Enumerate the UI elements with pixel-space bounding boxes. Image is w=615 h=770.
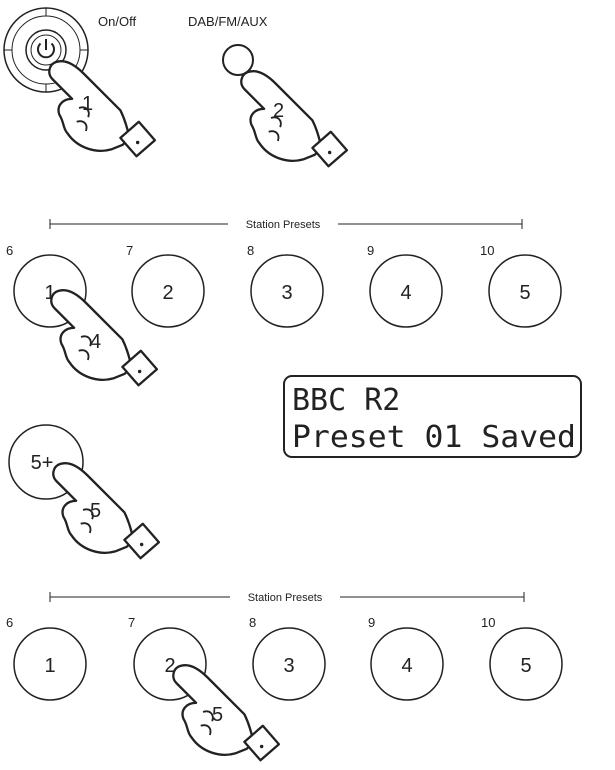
step-number: 5 <box>212 704 223 726</box>
step-number: 5 <box>90 500 101 522</box>
pointing-hand-icon <box>240 70 349 168</box>
shift-button-label: 5+ <box>31 452 54 474</box>
preset-button-3[interactable]: 3 8 <box>247 243 324 328</box>
display-line-2: Preset 01 Saved <box>292 420 576 455</box>
mode-button[interactable] <box>222 44 254 76</box>
preset-alt-number: 6 <box>6 243 13 258</box>
preset-alt-number: 10 <box>480 243 494 258</box>
power-button[interactable] <box>3 7 89 93</box>
preset-alt-number: 8 <box>247 243 254 258</box>
preset-alt-number: 9 <box>367 243 374 258</box>
preset-button-5[interactable]: 5 10 <box>480 243 562 328</box>
preset-button-5[interactable]: 5 10 <box>481 615 563 701</box>
station-presets-label: Station Presets <box>248 592 323 604</box>
station-presets-label: Station Presets <box>246 219 321 231</box>
preset-alt-number: 8 <box>249 615 256 630</box>
preset-button-4[interactable]: 4 9 <box>368 615 444 701</box>
station-presets-bracket <box>49 219 523 229</box>
display-line-1: BBC R2 <box>292 383 400 418</box>
lcd-display: BBC R2 Preset 01 Saved <box>283 375 582 458</box>
preset-number: 1 <box>44 655 55 677</box>
preset-number: 2 <box>164 655 175 677</box>
preset-number: 5 <box>519 282 530 304</box>
power-icon <box>37 39 55 59</box>
preset-alt-number: 7 <box>126 243 133 258</box>
preset-button-3[interactable]: 3 8 <box>249 615 326 701</box>
preset-button-2[interactable]: 2 7 <box>126 243 205 328</box>
power-button-label: On/Off <box>98 14 136 29</box>
pointing-hand-icon <box>48 60 157 158</box>
preset-button-4[interactable]: 4 9 <box>367 243 443 328</box>
station-presets-bracket <box>49 592 525 602</box>
preset-alt-number: 9 <box>368 615 375 630</box>
step-number: 2 <box>273 100 284 122</box>
preset-alt-number: 7 <box>128 615 135 630</box>
pointing-hand-icon <box>52 462 161 560</box>
preset-number: 2 <box>162 282 173 304</box>
preset-alt-number: 6 <box>6 615 13 630</box>
preset-number: 5 <box>520 655 531 677</box>
preset-number: 4 <box>400 282 411 304</box>
step-number: 4 <box>90 331 101 353</box>
preset-number: 1 <box>44 282 55 304</box>
preset-number: 3 <box>281 282 292 304</box>
step-number: 1 <box>82 93 93 115</box>
mode-button-label: DAB/FM/AUX <box>188 14 268 29</box>
preset-button-1[interactable]: 1 6 <box>6 615 87 701</box>
preset-number: 4 <box>401 655 412 677</box>
preset-alt-number: 10 <box>481 615 495 630</box>
preset-number: 3 <box>283 655 294 677</box>
